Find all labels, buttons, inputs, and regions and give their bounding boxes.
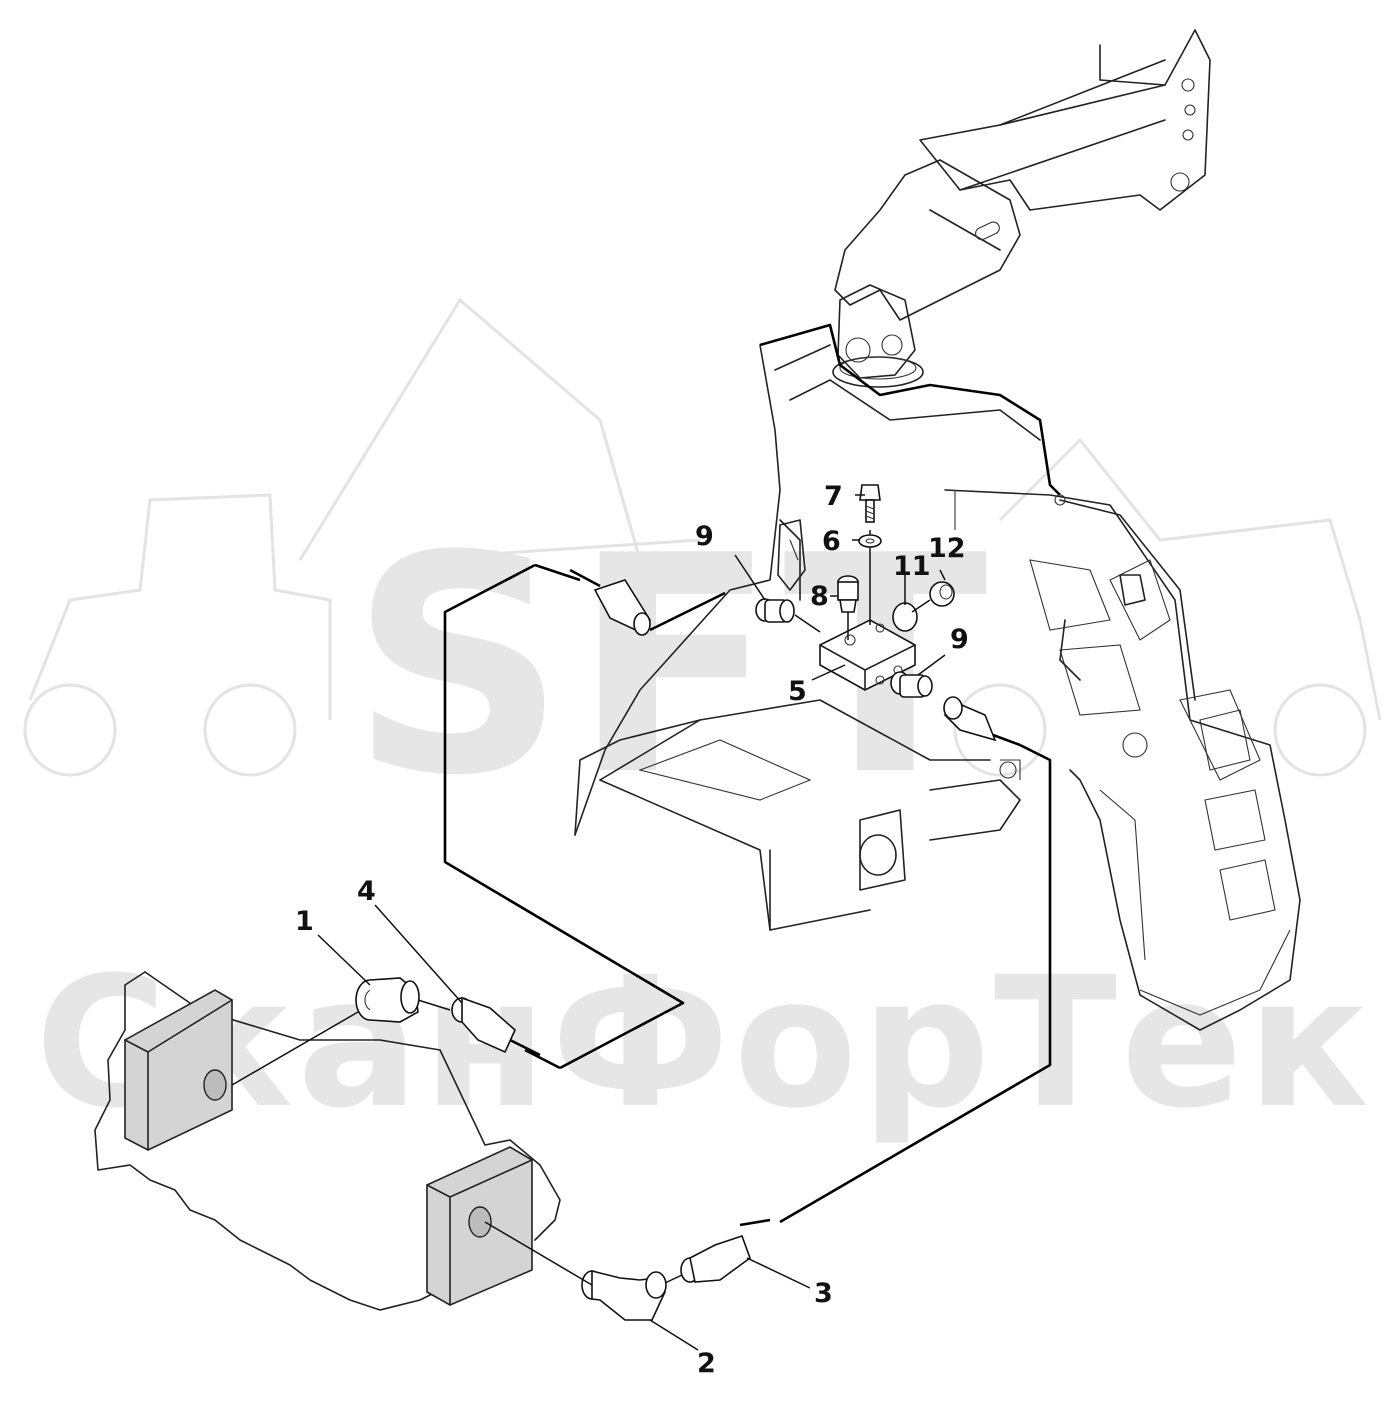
callout-12: 12	[928, 533, 966, 564]
hose-line-a	[443, 563, 685, 1070]
part-4-hose-end	[451, 996, 516, 1054]
port-block-upper	[124, 989, 233, 1151]
part-9-adapter-right	[890, 671, 933, 698]
part-6-washer	[858, 534, 882, 548]
watermark: SFT СканФорТек	[23, 297, 1382, 1148]
callout-6: 6	[822, 526, 841, 557]
callout-9-upper: 9	[695, 521, 714, 552]
part-12-plug	[911, 581, 955, 613]
callout-1: 1	[295, 906, 314, 937]
callout-8: 8	[810, 581, 829, 612]
part-8-fitting	[837, 575, 859, 640]
watermark-company-text: СканФорТек	[35, 939, 1373, 1148]
part-9-adapter-left	[755, 598, 821, 633]
callout-5: 5	[788, 676, 807, 707]
callout-7: 7	[824, 481, 843, 512]
callout-11: 11	[893, 551, 931, 582]
main-frame	[574, 323, 1301, 1031]
hose-lines	[443, 563, 1052, 1227]
callout-labels: 7 6 8 9 11 12 9 5 1 4 2 3	[295, 481, 969, 1379]
control-valve-outline	[94, 971, 561, 1311]
part-11-o-ring	[892, 602, 918, 632]
part-1-adapter	[231, 977, 451, 1086]
callout-4: 4	[357, 876, 376, 907]
hose-end-right	[943, 696, 997, 742]
callout-3: 3	[814, 1278, 833, 1309]
callout-9-lower: 9	[950, 624, 969, 655]
callout-2: 2	[697, 1348, 716, 1379]
watermark-machines-illustration	[23, 297, 1382, 777]
part-2-elbow	[484, 1221, 667, 1321]
hose-end-upper-left	[593, 579, 651, 636]
part-3-hose-end	[664, 1234, 751, 1284]
hose-line-b	[779, 743, 1052, 1224]
leader-lines	[317, 494, 946, 1351]
boom-arm	[832, 29, 1211, 388]
